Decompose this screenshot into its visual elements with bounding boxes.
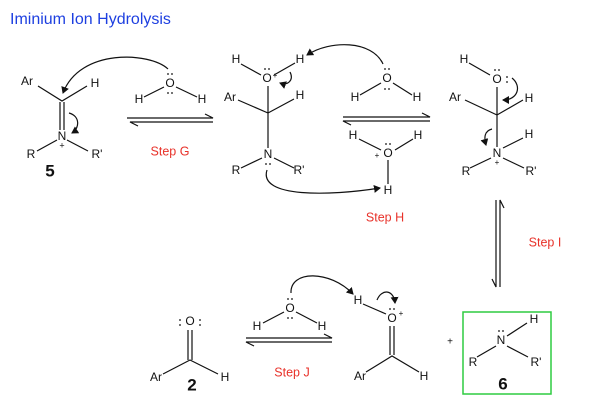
diagram-title: Iminium Ion Hydrolysis (10, 11, 171, 28)
charge-plus: + (273, 71, 278, 80)
step-h-label: Step H (366, 210, 404, 224)
water-3: O H H (253, 298, 327, 333)
atom-h: H (460, 52, 469, 66)
protonated-carbinolamine: H O Ar H H N + R R' (449, 52, 536, 178)
carbinolamine-oxonium: H O + H Ar H N R R' (224, 52, 304, 177)
atom-r-prime: R' (92, 147, 103, 161)
atom-h: H (253, 319, 262, 333)
atom-o: O (165, 76, 174, 90)
atom-h: H (135, 92, 144, 106)
atom-h: H (420, 369, 429, 383)
atom-h: H (232, 52, 241, 66)
atom-r: R (27, 147, 36, 161)
atom-h: H (318, 319, 327, 333)
atom-r-prime: R' (526, 164, 537, 178)
atom-h: H (413, 90, 422, 104)
charge-plus: + (399, 309, 404, 318)
atom-o: O (262, 71, 271, 85)
amine-6: N H R R' 6 (462, 311, 552, 395)
curved-arrow (61, 56, 169, 94)
atom-h: H (221, 370, 230, 384)
atom-r: R (462, 164, 471, 178)
atom-r: R (232, 163, 241, 177)
charge-plus: + (59, 140, 64, 150)
atom-ar: Ar (224, 90, 236, 104)
atom-o: O (387, 311, 396, 325)
atom-ar: Ar (21, 74, 33, 88)
step-i-label: Step I (529, 235, 562, 249)
aldehyde-2: O Ar H 2 (150, 314, 229, 394)
atom-h: H (91, 76, 100, 90)
atom-n: N (58, 129, 67, 143)
step-g-label: Step G (151, 144, 190, 158)
atom-o: O (185, 314, 194, 328)
atom-h: H (414, 128, 423, 142)
atom-h: H (296, 88, 305, 102)
charge-plus: + (375, 151, 380, 160)
charge-plus: + (495, 158, 500, 167)
curved-arrow (290, 275, 354, 295)
atom-o: O (492, 72, 501, 86)
atom-n: N (497, 333, 506, 347)
atom-h: H (198, 92, 207, 106)
atom-h: H (384, 183, 393, 197)
atom-ar: Ar (150, 370, 162, 384)
step-j-label: Step J (274, 365, 309, 379)
atom-h: H (525, 91, 534, 105)
compound-number-2: 2 (187, 375, 196, 394)
water-1: O H H (135, 73, 207, 106)
atom-r-prime: R' (294, 163, 305, 177)
atom-h: H (354, 293, 363, 307)
equilibrium-arrows-j (245, 333, 333, 347)
equilibrium-arrows-h (342, 112, 431, 126)
atom-h: H (296, 52, 305, 66)
hydronium: H H O + H (349, 128, 423, 197)
compound-number-6: 6 (498, 374, 507, 393)
atom-ar: Ar (354, 369, 366, 383)
protonated-aldehyde: H O + Ar H (354, 291, 429, 383)
atom-h: H (525, 127, 534, 141)
water-2: O H H (351, 68, 422, 104)
highlight-box (462, 311, 552, 395)
atom-h: H (349, 128, 358, 142)
curved-arrow (306, 44, 384, 65)
compound-number-5: 5 (45, 161, 54, 180)
atom-h: H (351, 90, 360, 104)
atom-n: N (264, 147, 273, 161)
atom-r-prime: R' (531, 355, 542, 369)
equilibrium-arrows-g (127, 113, 214, 127)
iminium-5: Ar H N + R R' 5 (21, 74, 102, 180)
atom-ar: Ar (449, 90, 461, 104)
atom-o: O (382, 71, 391, 85)
curved-arrow (265, 169, 381, 194)
atom-o: O (383, 146, 392, 160)
atom-h: H (530, 312, 539, 326)
atom-o: O (285, 301, 294, 315)
atom-n: N (493, 146, 502, 160)
equilibrium-arrows-i (491, 199, 505, 288)
atom-r: R (469, 355, 478, 369)
plus-sign: + (447, 337, 453, 348)
